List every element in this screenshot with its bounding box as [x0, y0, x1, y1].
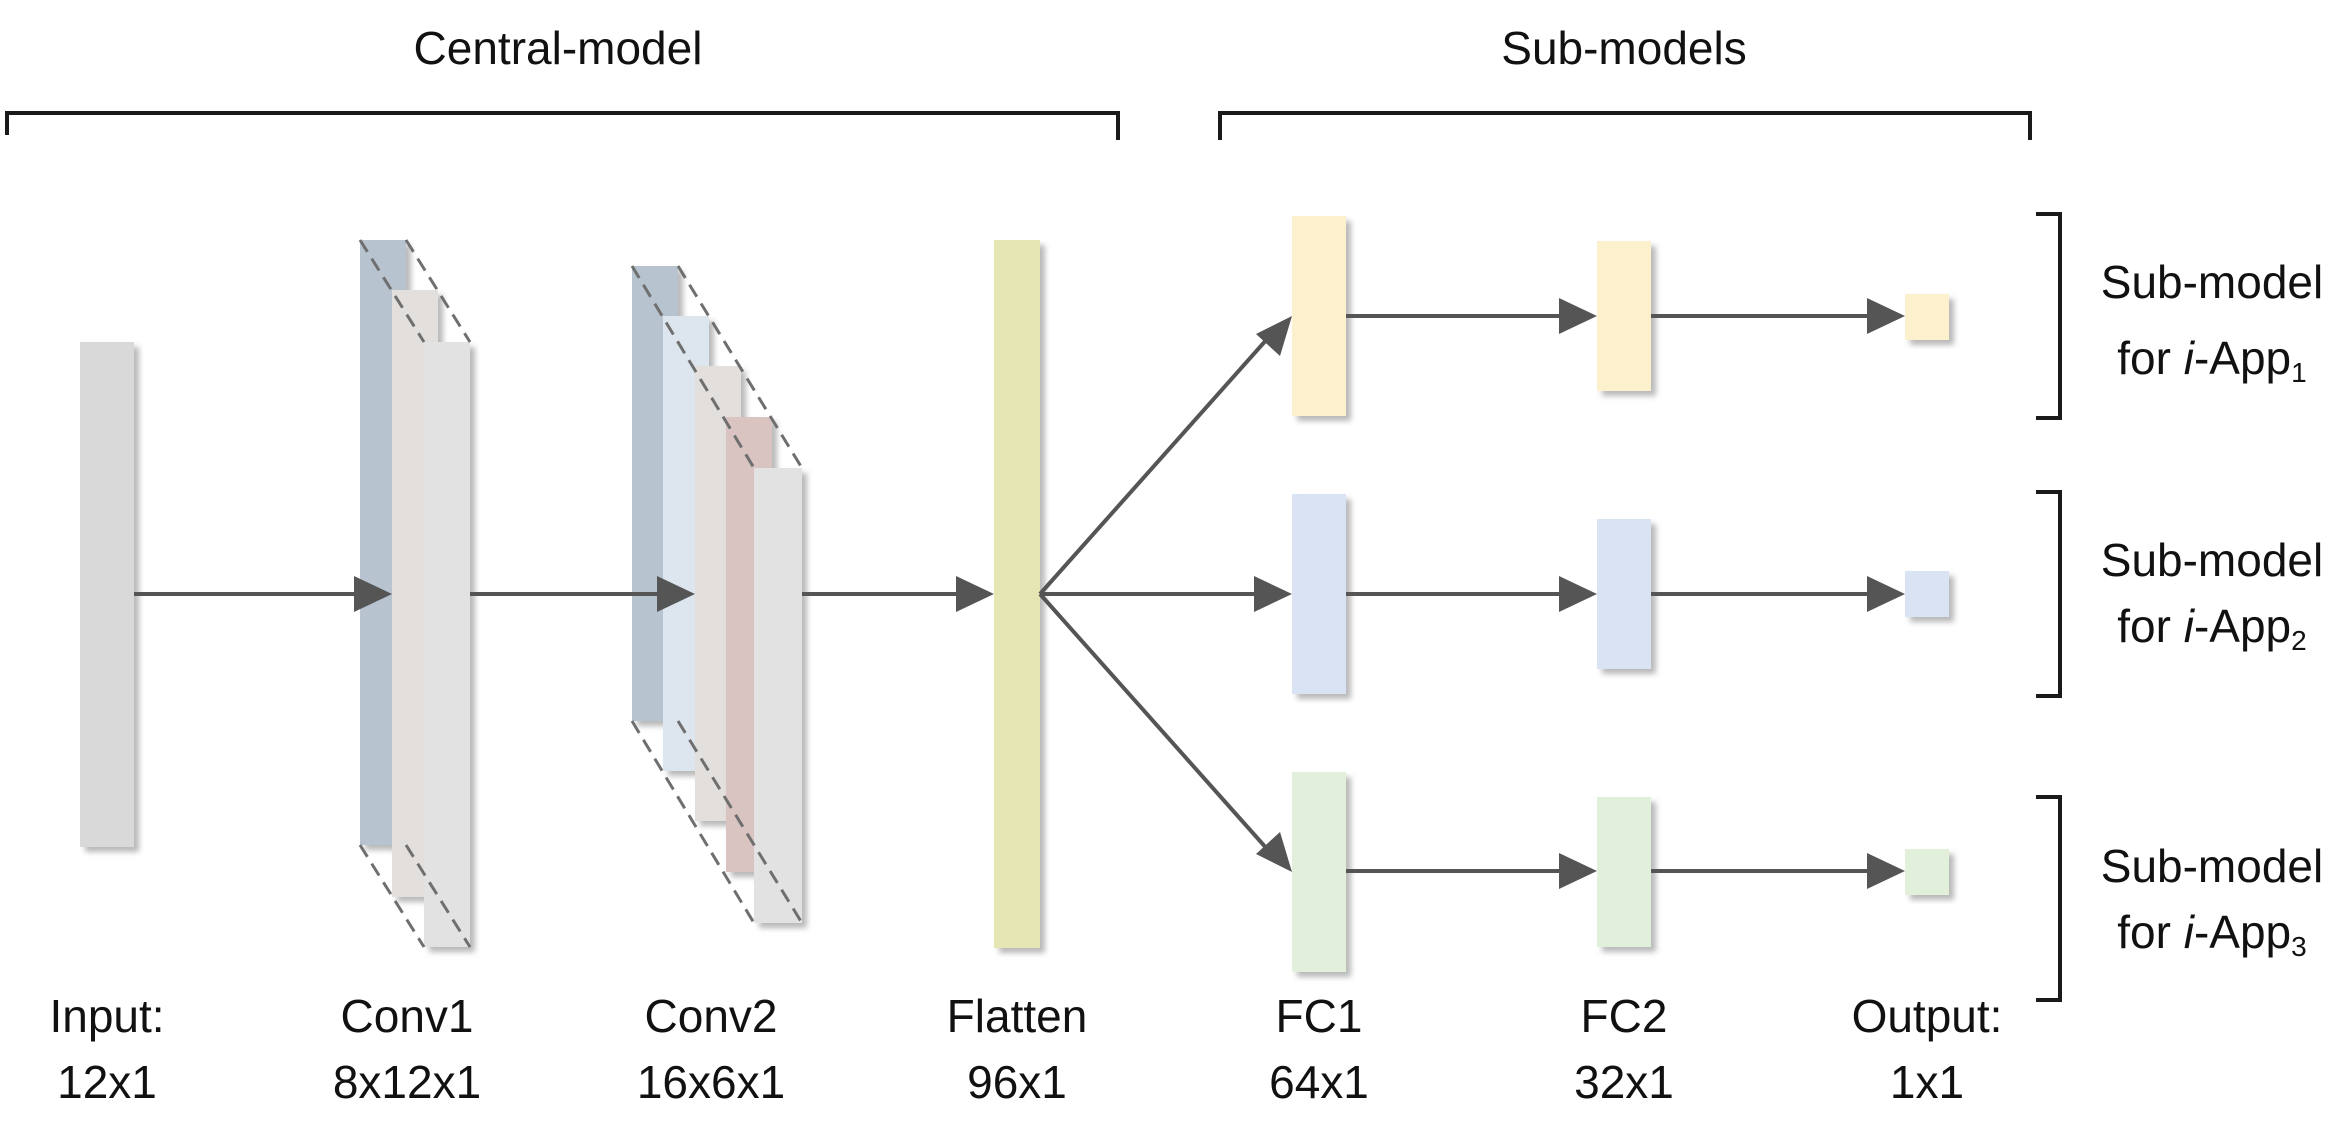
conv1-size: 8x12x1: [333, 1056, 481, 1108]
fc2-size: 32x1: [1574, 1056, 1674, 1108]
sub-models-bracket: [1218, 111, 2032, 140]
output-size: 1x1: [1890, 1056, 1964, 1108]
sub-models-title: Sub-models: [1501, 22, 1746, 74]
submodel-label-2: Sub-model for i-App2: [2101, 534, 2323, 656]
submodel-label-1: Sub-model for i-App1: [2101, 256, 2323, 388]
flatten-layer-block: [994, 240, 1040, 948]
svg-text:for i-App2: for i-App2: [2117, 600, 2306, 656]
fc1-size: 64x1: [1269, 1056, 1369, 1108]
submodel-2-blocks: [1292, 494, 1949, 694]
svg-text:Sub-model: Sub-model: [2101, 256, 2323, 308]
conv1-label: Conv1: [341, 990, 474, 1042]
flatten-size: 96x1: [967, 1056, 1067, 1108]
fc1-label: FC1: [1276, 990, 1363, 1042]
arrows: [134, 298, 1905, 889]
input-size: 12x1: [57, 1056, 157, 1108]
central-model-title: Central-model: [414, 22, 703, 74]
submodel-1-blocks: [1292, 216, 1949, 416]
conv2-block: [630, 265, 804, 924]
conv2-size: 16x6x1: [637, 1056, 785, 1108]
svg-text:Sub-model: Sub-model: [2101, 534, 2323, 586]
fc2-label: FC2: [1581, 990, 1668, 1042]
submodel-3-blocks: [1292, 772, 1949, 972]
central-model-bracket: [5, 111, 1120, 140]
input-layer-block: [80, 342, 134, 847]
input-label: Input:: [49, 990, 164, 1042]
output-label: Output:: [1852, 990, 2003, 1042]
flatten-label: Flatten: [947, 990, 1088, 1042]
submodel-brackets: [2036, 212, 2062, 1002]
svg-text:Sub-model: Sub-model: [2101, 840, 2323, 892]
svg-text:for i-App3: for i-App3: [2117, 906, 2306, 962]
conv2-label: Conv2: [645, 990, 778, 1042]
conv1-block: [358, 239, 472, 948]
submodel-label-3: Sub-model for i-App3: [2101, 840, 2323, 962]
svg-text:for i-App1: for i-App1: [2117, 332, 2306, 388]
